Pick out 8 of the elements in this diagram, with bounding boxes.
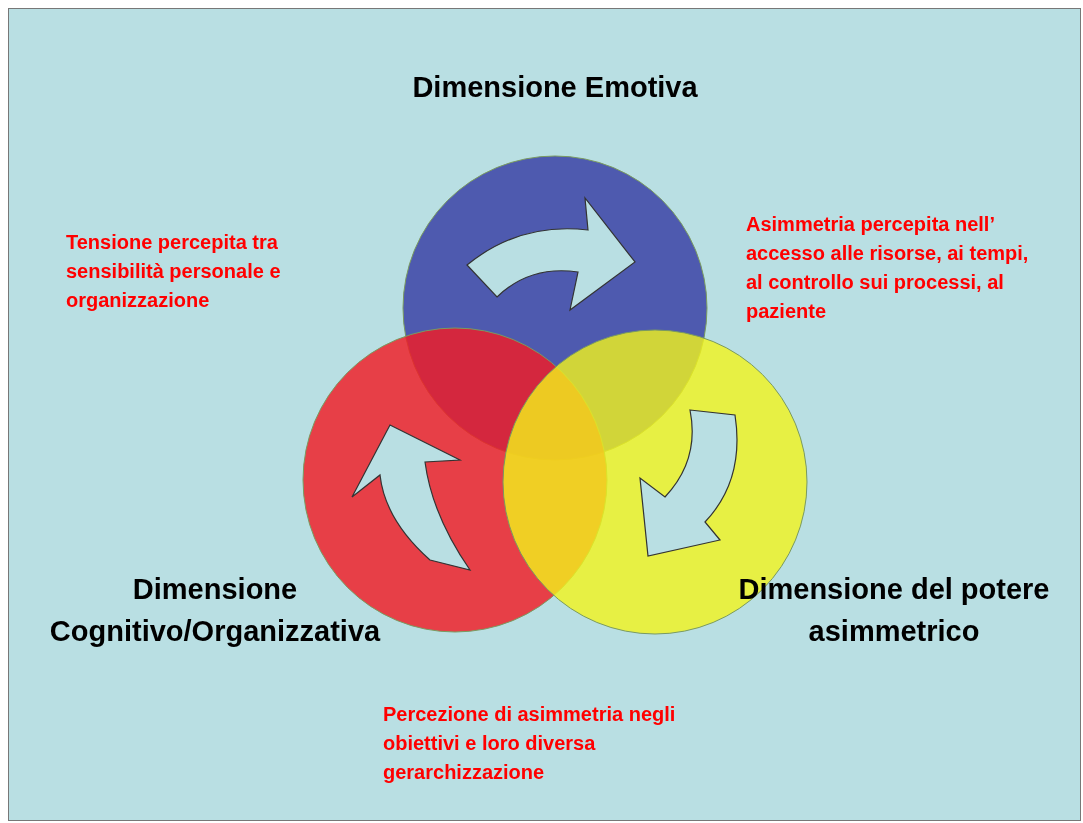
dimension-heading: Dimensione Emotiva [411,70,699,105]
annotation-text: Tensione percepita tra sensibilità personale e organizzazione [66,230,282,313]
curved-arrow [639,409,738,557]
curved-arrow [351,424,471,571]
dimension-heading: Dimensione Cognitivo/Organizzativa [48,572,382,650]
annotation-text: Percezione di asimmetria negli obiettivi e loro diversa gerarchizzazione [383,702,677,785]
curved-arrow [466,197,636,311]
annotation-text: Asimmetria percepita nell’ accesso alle risorse, ai tempi, al controllo sui processi, al paziente [746,212,1030,324]
